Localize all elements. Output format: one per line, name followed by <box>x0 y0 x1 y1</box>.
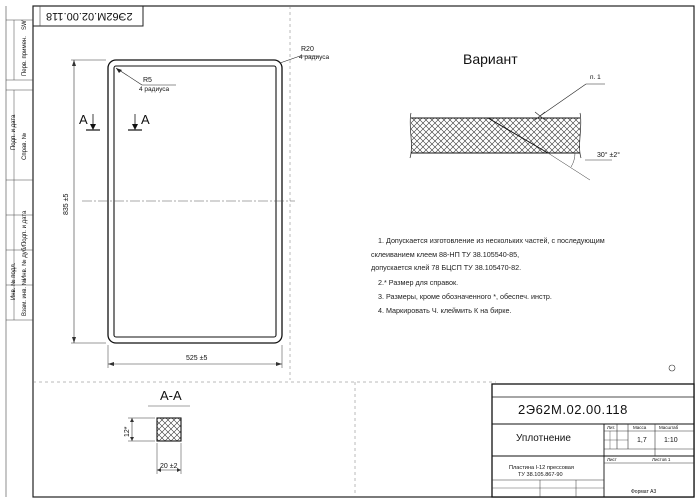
margin-label-6: Подп. и дата <box>11 114 17 150</box>
top-left-rotated-label: SW <box>22 20 28 30</box>
height-dimension: 835 ±5 <box>63 193 70 215</box>
note-line-1: 1. Допускается изготовление из нескольки… <box>378 236 605 245</box>
variant-callout: п. 1 <box>590 74 601 81</box>
section-title: А-А <box>160 388 182 403</box>
note-line-6: 4. Маркировать Ч. клеймить К на бирке. <box>378 306 512 315</box>
margin-label-5: Взам. инв. № <box>22 278 28 316</box>
variant-angle: 30° ±2° <box>597 152 621 159</box>
r5-label: R5 <box>143 77 152 84</box>
scale-value: 1:10 <box>664 437 678 444</box>
note-line-2: склеиванием клеем 88-НП ТУ 38.105540-85, <box>371 250 520 259</box>
section-profile <box>156 417 182 442</box>
sheets-label: Листов 1 <box>652 457 671 462</box>
title-block <box>491 383 695 498</box>
section-width-dim: 20 ±2 <box>160 463 178 470</box>
margin-label-7: Инв. № подл. <box>11 262 17 300</box>
gasket-inner <box>113 65 277 338</box>
title-block-name: Уплотнение <box>516 433 571 444</box>
upside-down-code: 2Э62М.02.00.118 <box>46 10 133 22</box>
mass-value: 1,7 <box>637 437 647 444</box>
width-dimension: 525 ±5 <box>186 355 208 362</box>
title-block-code: 2Э62М.02.00.118 <box>518 402 628 417</box>
note-line-4: 2.* Размер для справок. <box>378 278 459 287</box>
section-mark-left: А <box>79 112 88 127</box>
note-line-5: 3. Размеры, кроме обозначенного *, обесп… <box>378 292 552 301</box>
col-header-mass: Масса <box>633 425 647 430</box>
margin-label-4: Инв. № дубл. <box>22 242 28 280</box>
section-height-dim: 12* <box>124 426 131 437</box>
col-header-lit: Лит. <box>607 425 616 430</box>
format-label: Формат А3 <box>631 489 657 495</box>
r20-label: R20 <box>301 46 314 53</box>
r20-sub: 4 радиуса <box>299 54 330 61</box>
col-header-scale: Масштаб <box>659 425 679 430</box>
gasket-outer <box>107 59 283 344</box>
r5-sub: 4 радиуса <box>139 86 170 93</box>
title-block-material-2: ТУ 38.105.867-90 <box>518 472 563 478</box>
margin-label-2: Справ. № <box>22 132 28 160</box>
sheet-label: Лист <box>607 457 617 462</box>
section-mark-right: А <box>141 112 150 127</box>
note-line-3: допускается клей 78 БЦСП ТУ 38.105470-82… <box>371 263 522 272</box>
variant-title: Вариант <box>463 51 518 67</box>
margin-label-3: Подп. и дата <box>22 210 28 246</box>
title-block-material-1: Пластина I-12 прессовая <box>509 465 574 471</box>
margin-label-1: Перв. примен. <box>22 36 28 76</box>
sheet-frame <box>32 5 695 498</box>
